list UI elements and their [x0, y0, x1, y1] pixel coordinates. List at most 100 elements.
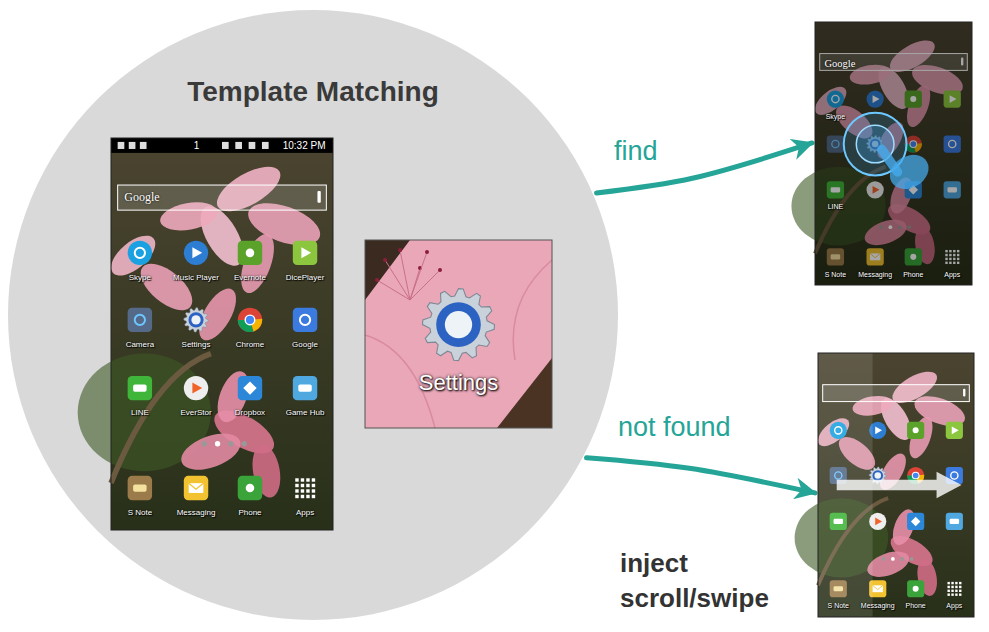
status-bar [111, 138, 333, 153]
apps-dot [951, 586, 953, 588]
page-dot [900, 557, 904, 561]
app-icon [184, 241, 208, 265]
app-icon [907, 580, 924, 597]
icon-mark [913, 427, 919, 433]
icon-mark [951, 472, 958, 479]
apps-dot [951, 590, 953, 592]
app-icon [128, 308, 152, 332]
status-icon [249, 142, 256, 149]
apps-dot [312, 478, 315, 481]
anther [398, 248, 402, 252]
app-label: Phone [903, 271, 923, 279]
app-icon [238, 376, 262, 400]
mic-icon [317, 191, 320, 203]
crop-background [365, 240, 552, 428]
status-icon [129, 142, 136, 149]
crop-illustration [365, 240, 552, 428]
app-label: S Note [825, 271, 846, 279]
page-dot [215, 441, 220, 446]
phone-frame [815, 22, 972, 285]
icon-mark [192, 247, 202, 258]
icon-mark [135, 248, 145, 258]
icon-mark [875, 518, 882, 526]
apps-dot [312, 495, 315, 498]
phone-screen: GoogleSkypeLINES NoteMessagingPhoneApps [815, 22, 972, 285]
chrome-icon [238, 308, 262, 332]
status-icon [222, 142, 229, 149]
app-icon [128, 476, 152, 500]
stamen [410, 252, 427, 300]
app-label: Game Hub [286, 408, 325, 417]
apps-dot [306, 495, 309, 498]
chrome-center [913, 473, 919, 479]
anther [383, 258, 387, 262]
wallpaper [815, 22, 972, 285]
page-dot [228, 441, 233, 446]
status-icon [140, 142, 147, 149]
app-label: Phone [906, 602, 926, 610]
apps-dot [295, 495, 298, 498]
gear-teeth [423, 289, 495, 361]
app-label: Messaging [861, 602, 895, 610]
icon-mark [246, 249, 255, 258]
gear-hole [445, 311, 472, 338]
app-label: Messaging [177, 508, 216, 517]
icon-mark [189, 483, 204, 489]
wallpaper [111, 138, 333, 530]
apps-dot [955, 593, 957, 595]
apps-dot [959, 586, 961, 588]
apps-dot [947, 590, 949, 592]
apps-dot [301, 495, 304, 498]
apps-dot [959, 590, 961, 592]
flower-petal [905, 414, 938, 461]
icon-mark [952, 426, 959, 434]
process-circle: 110:32 PMGoogleSkypeMusic PlayerEvernote… [8, 10, 618, 620]
apps-dot [312, 489, 315, 492]
icon-label: Settings [419, 370, 499, 395]
apps-dot [959, 593, 961, 595]
app-icon [238, 476, 262, 500]
app-label: Phone [238, 508, 261, 517]
stamen [400, 250, 410, 300]
app-label: Chrome [236, 340, 264, 349]
apps-dot [301, 484, 304, 487]
app-icon [128, 376, 152, 400]
mic-icon [963, 389, 965, 397]
app-icon [238, 241, 262, 265]
icon-mark [301, 247, 311, 258]
anther [375, 278, 379, 282]
icon-mark [911, 517, 920, 526]
gear-ring [436, 302, 481, 347]
apps-dot [306, 489, 309, 492]
icon-mark [133, 484, 146, 491]
dark-gap [365, 240, 410, 300]
app-label: Settings [182, 340, 211, 349]
dim-overlay [815, 22, 972, 285]
chrome-ring [244, 314, 255, 325]
app-label: Messaging [858, 271, 892, 279]
chrome-center [246, 316, 254, 324]
app-label: Camera [126, 340, 154, 349]
note-label: inject scroll/swipe [620, 546, 800, 616]
search-bar [118, 185, 327, 210]
search-label: Google [124, 191, 159, 205]
icon-mark [189, 483, 204, 493]
app-label: S Note [828, 602, 849, 610]
process-title: Template Matching [187, 76, 439, 108]
page-dot [882, 557, 886, 561]
stamen [377, 280, 410, 300]
flower-petal [176, 426, 245, 476]
status-text: 1 [194, 140, 200, 152]
app-label: Apps [944, 271, 960, 279]
page-dot [202, 441, 207, 446]
app-icon [184, 476, 208, 500]
apps-dot [955, 590, 957, 592]
icon-mark [873, 585, 883, 589]
apps-dot [295, 489, 298, 492]
app-label: LINE [131, 408, 149, 417]
petal-edge [513, 260, 552, 360]
app-icon [907, 422, 924, 439]
apps-dot [955, 586, 957, 588]
apps-dot [295, 478, 298, 481]
template-image: Settings [365, 240, 552, 428]
